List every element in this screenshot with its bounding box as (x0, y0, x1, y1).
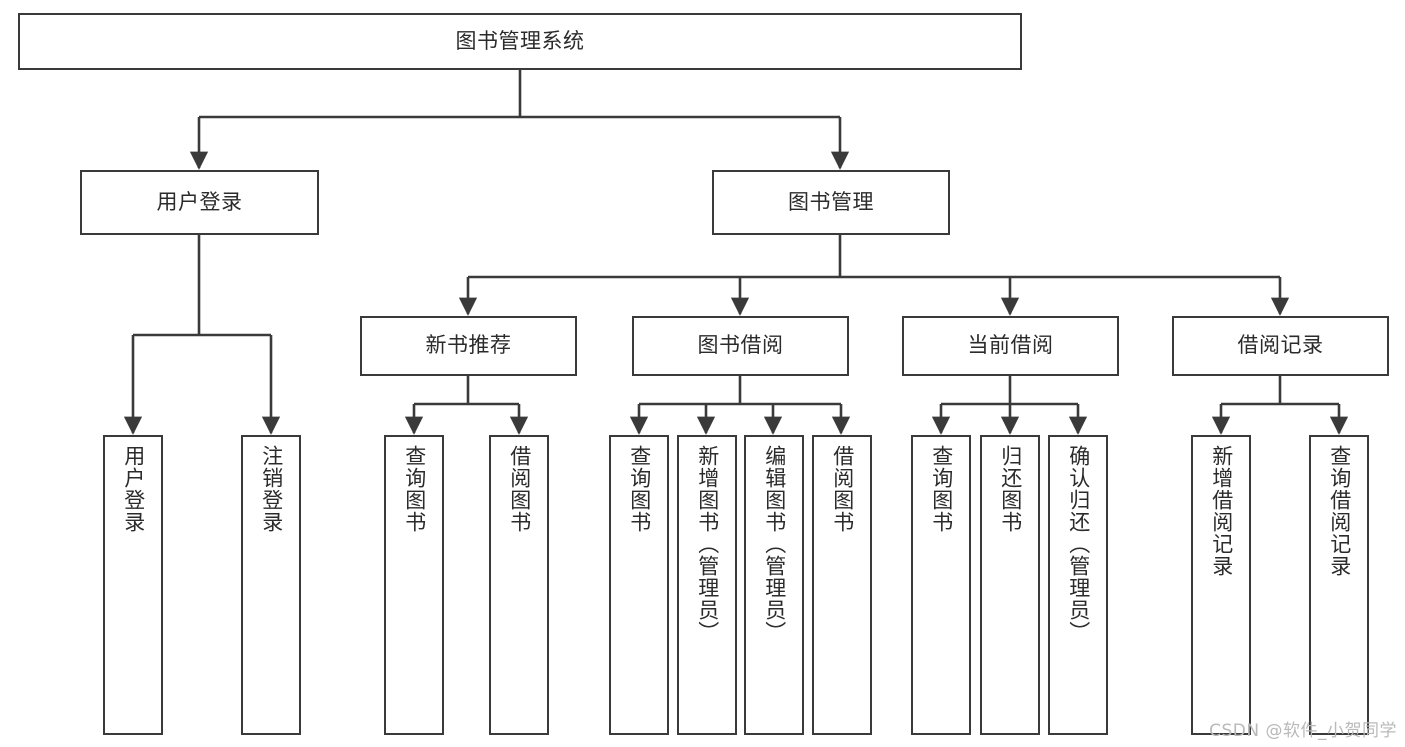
node-borrow-record-label: 借阅记录 (1237, 333, 1324, 358)
node-borrow-record[interactable]: 借阅记录 (1172, 316, 1389, 376)
node-new-book-rec[interactable]: 新书推荐 (360, 316, 577, 376)
leaf-add-book-label: 新增图书（管理员） (695, 445, 720, 643)
csdn-watermark: CSDN @软件_小贺同学 (1209, 721, 1397, 741)
leaf-edit-book-label: 编辑图书（管理员） (762, 445, 787, 643)
node-current-borrow[interactable]: 当前借阅 (902, 316, 1119, 376)
node-user-login-label: 用户登录 (156, 189, 243, 214)
leaf-query-book-2[interactable]: 查询图书 (609, 435, 669, 735)
leaf-borrow-book-1[interactable]: 借阅图书 (489, 435, 549, 735)
leaf-edit-book[interactable]: 编辑图书（管理员） (744, 435, 804, 735)
leaf-query-book-3[interactable]: 查询图书 (911, 435, 971, 735)
node-book-borrow-label: 图书借阅 (697, 333, 784, 358)
node-book-manage-label: 图书管理 (788, 189, 874, 214)
node-root[interactable]: 图书管理系统 (18, 13, 1022, 70)
node-book-borrow[interactable]: 图书借阅 (632, 316, 849, 376)
node-new-book-rec-label: 新书推荐 (425, 333, 512, 358)
leaf-return-book[interactable]: 归还图书 (980, 435, 1040, 735)
node-root-label: 图书管理系统 (455, 28, 585, 53)
leaf-borrow-book-2-label: 借阅图书 (830, 445, 855, 533)
node-book-manage[interactable]: 图书管理 (712, 170, 950, 235)
leaf-borrow-book-1-label: 借阅图书 (507, 445, 532, 533)
leaf-add-record[interactable]: 新增借阅记录 (1191, 435, 1251, 735)
leaf-logout-label: 注销登录 (259, 445, 284, 533)
leaf-return-book-label: 归还图书 (998, 445, 1023, 533)
leaf-add-book[interactable]: 新增图书（管理员） (677, 435, 737, 735)
leaf-query-record[interactable]: 查询借阅记录 (1309, 435, 1369, 735)
leaf-logout[interactable]: 注销登录 (241, 435, 301, 735)
node-current-borrow-label: 当前借阅 (967, 333, 1054, 358)
leaf-add-record-label: 新增借阅记录 (1209, 445, 1234, 577)
leaf-confirm-return[interactable]: 确认归还（管理员） (1048, 435, 1108, 735)
leaf-user-login-label: 用户登录 (121, 445, 146, 533)
node-user-login[interactable]: 用户登录 (80, 170, 319, 235)
leaf-query-book-3-label: 查询图书 (929, 445, 954, 533)
leaf-query-book-1-label: 查询图书 (402, 445, 427, 533)
leaf-confirm-return-label: 确认归还（管理员） (1066, 445, 1091, 643)
leaf-query-book-2-label: 查询图书 (627, 445, 652, 533)
leaf-query-record-label: 查询借阅记录 (1327, 445, 1352, 577)
leaf-user-login[interactable]: 用户登录 (103, 435, 163, 735)
leaf-borrow-book-2[interactable]: 借阅图书 (812, 435, 872, 735)
leaf-query-book-1[interactable]: 查询图书 (384, 435, 444, 735)
